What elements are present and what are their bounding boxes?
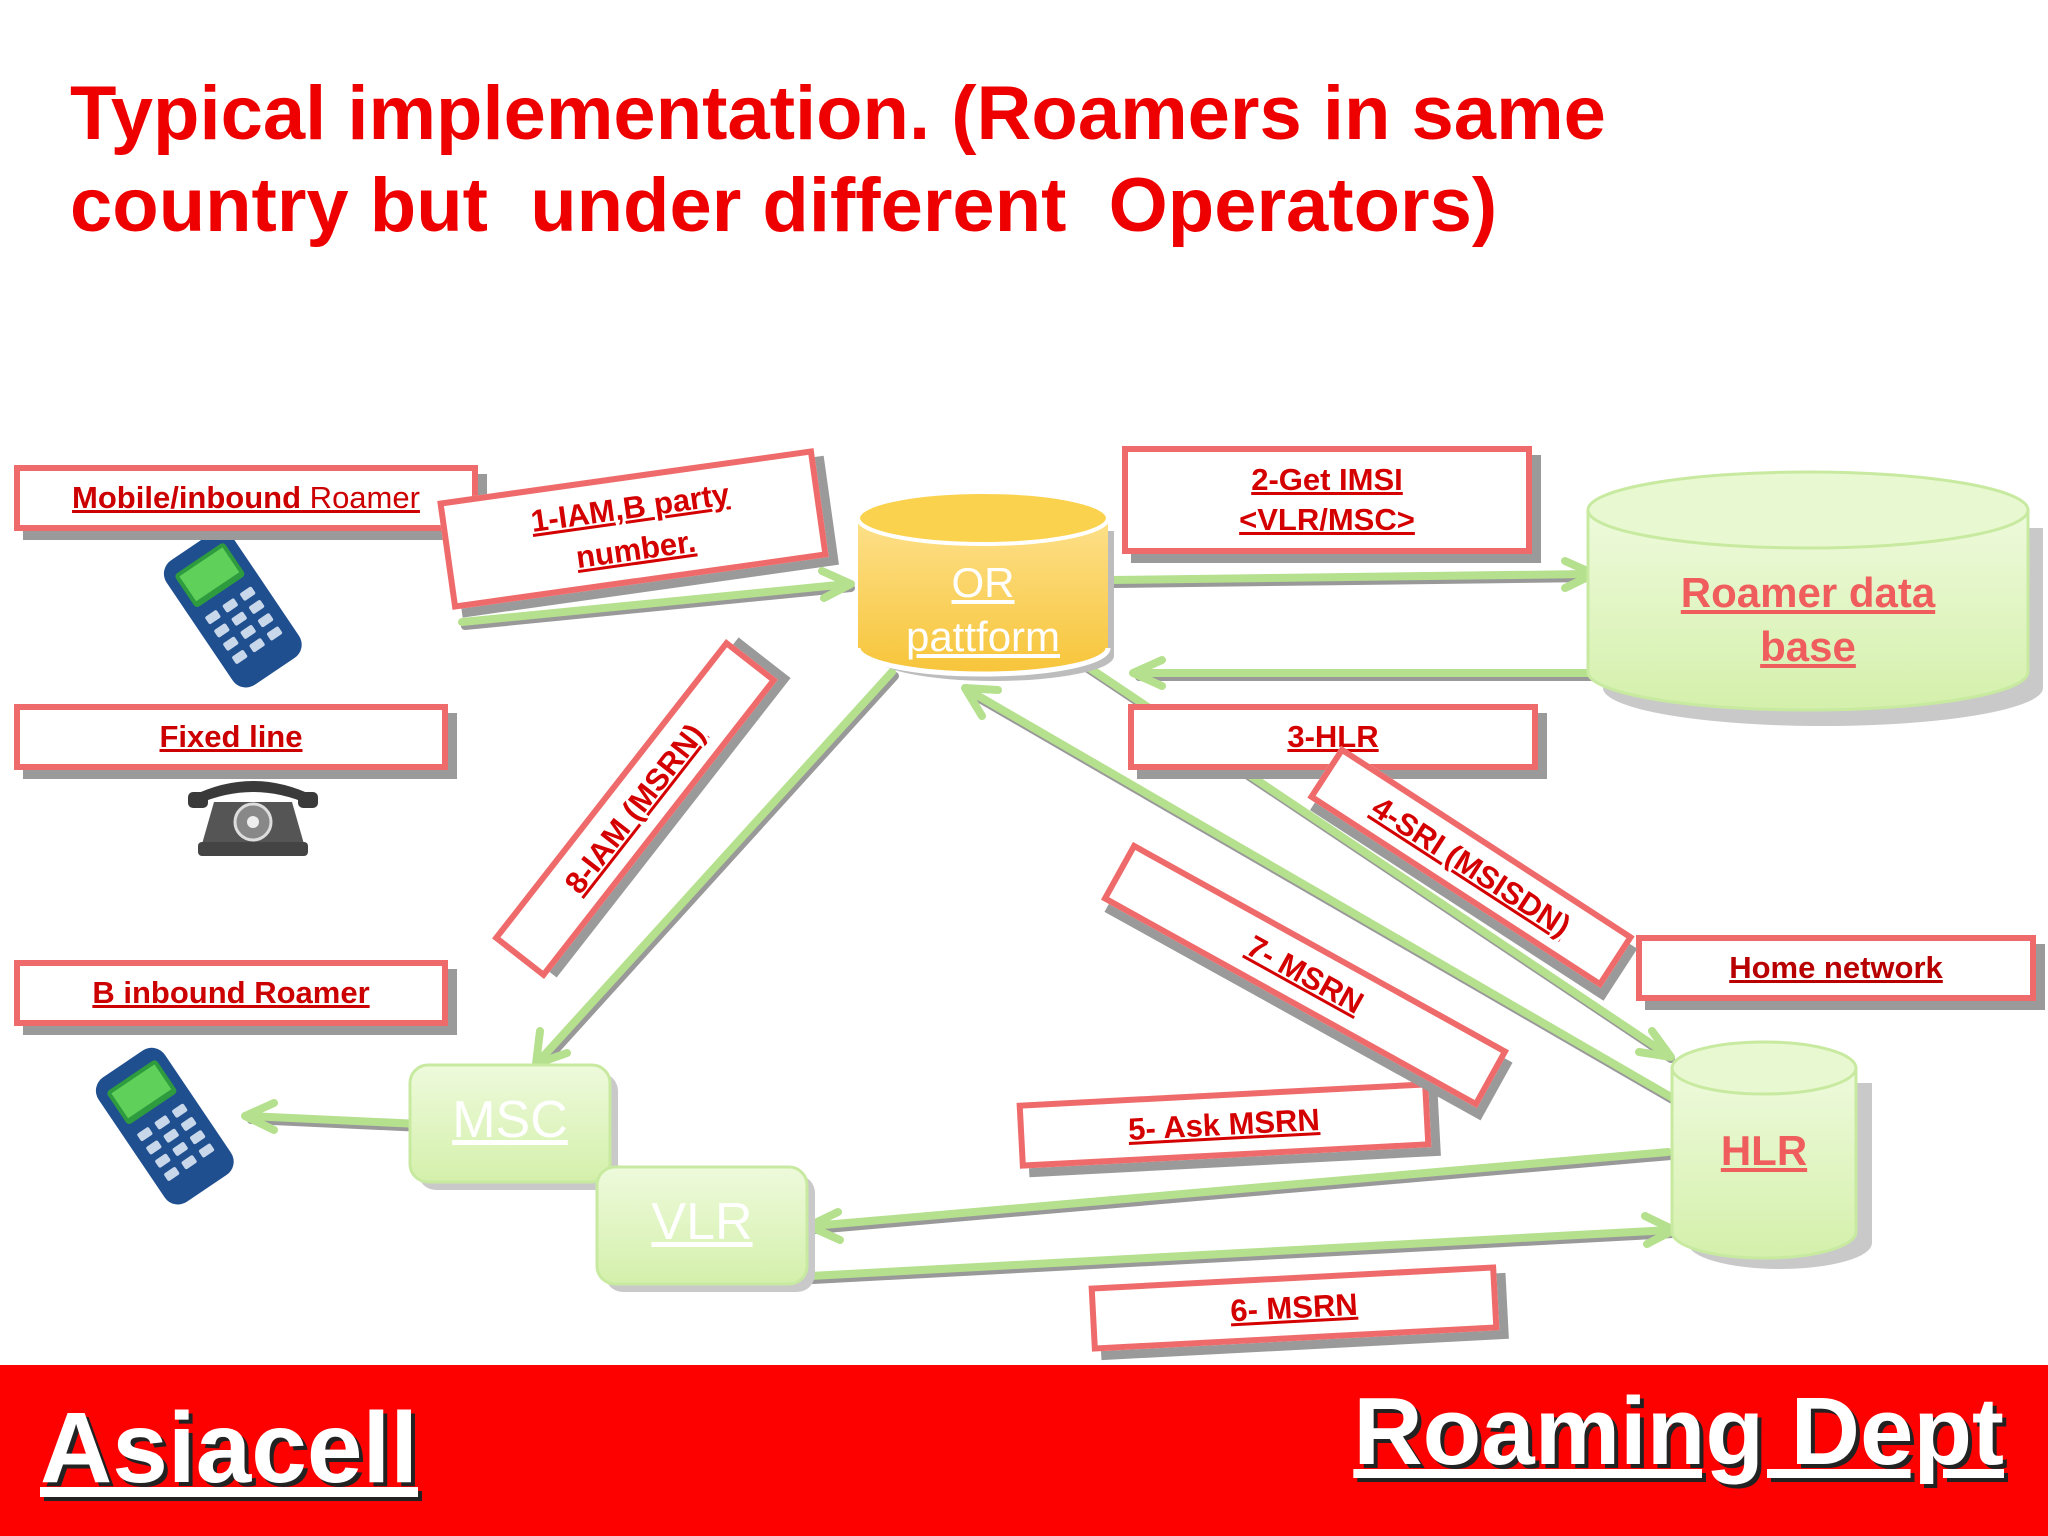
or-platform-node (855, 490, 1114, 681)
title-line-2: country but under different Operators) (70, 163, 1498, 248)
or-platform-label-line-1: OR (951, 559, 1015, 606)
mobile-inbound-roamer-label: Mobile/inbound Roamer (14, 465, 478, 531)
fixed-line-label: Fixed line (14, 704, 448, 770)
footer-bar: Asiacell Roaming Dept (0, 1365, 2048, 1536)
msc-node (408, 1063, 618, 1190)
arrow-5-hlr-to-vlr (805, 1148, 1675, 1244)
step-2-line-1: 2-Get IMSI (1251, 462, 1403, 497)
msc-label: MSC (452, 1091, 568, 1149)
arrow-1-mobile-to-or (458, 567, 855, 630)
page-title: Typical implementation. (Roamers in same… (70, 68, 1970, 252)
arrow-6-vlr-to-hlr (806, 1212, 1678, 1284)
roamer-db-label: Roamer data base (1588, 566, 2028, 674)
b-inbound-roamer-label: B inbound Roamer (14, 960, 448, 1026)
roamer-db-label-line-1: Roamer data (1680, 569, 1936, 616)
or-platform-label: OR pattform (858, 556, 1108, 664)
or-platform-label-line-2: pattform (905, 613, 1061, 660)
mobile-phone-icon (163, 530, 302, 688)
department-name: Roaming Dept (1353, 1378, 2004, 1485)
roamer-db-label-line-2: base (1760, 623, 1856, 670)
home-network-label: Home network (1636, 935, 2036, 1001)
telephone-icon (188, 781, 318, 856)
arrow-7-hlr-to-or (961, 684, 1697, 1116)
hlr-node (1670, 1040, 1872, 1269)
company-brand: Asiacell (40, 1392, 419, 1504)
roamer-db-node (1586, 470, 2043, 726)
b-roamer-phone-icon (95, 1047, 234, 1205)
vlr-node (595, 1165, 815, 1292)
hlr-label: HLR (1720, 1127, 1808, 1174)
mobile-inbound-label-rest: Roamer (301, 480, 420, 515)
arrow-2-or-to-db (1106, 557, 1598, 592)
vlr-label: VLR (651, 1193, 753, 1251)
step-2-line-2: <VLR/MSC> (1239, 502, 1415, 537)
arrow-3-db-to-or (1129, 656, 1607, 690)
title-line-1: Typical implementation. (Roamers in same (70, 71, 1606, 156)
step-2-label: 2-Get IMSI <VLR/MSC> (1122, 446, 1532, 554)
arrow-msc-to-b-roamer (241, 1099, 427, 1134)
mobile-inbound-label-bold: Mobile/inbound (72, 480, 302, 515)
